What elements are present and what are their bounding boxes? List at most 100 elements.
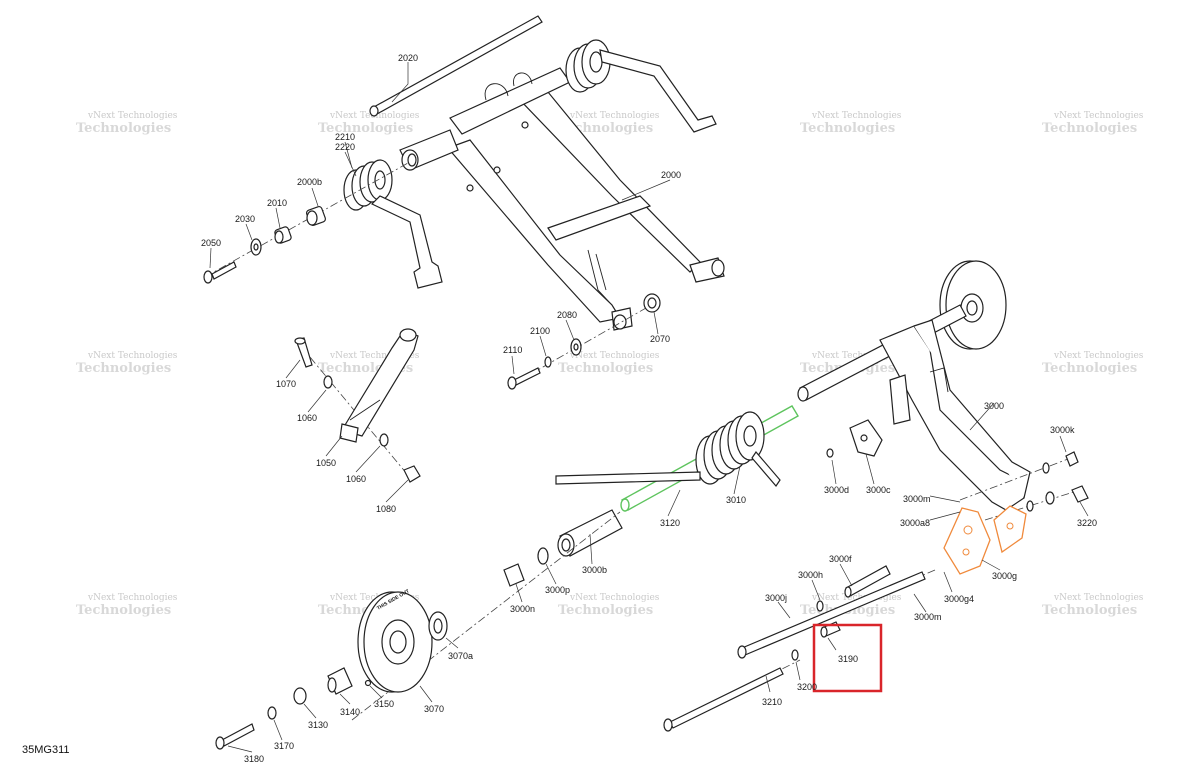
- lower-arm-assembly: THIS SIDE OUT: [215, 260, 1089, 750]
- label-3000p[interactable]: 3000p: [545, 585, 570, 595]
- left-bracket-assembly: [294, 328, 421, 483]
- plate-3000g: [943, 505, 1027, 575]
- label-3000[interactable]: 3000: [984, 401, 1004, 411]
- label-2020[interactable]: 2020: [398, 53, 418, 63]
- label-3000a8[interactable]: 3000a8: [900, 518, 930, 528]
- watermark-text: vNext Technologies: [87, 111, 178, 121]
- watermark-text: Technologies: [76, 361, 171, 376]
- label-2220[interactable]: 2220: [335, 142, 355, 152]
- watermark-text: vNext Technologies: [811, 351, 902, 361]
- watermark-text: Technologies: [558, 603, 653, 618]
- bolt-1070: [294, 337, 313, 368]
- label-3140[interactable]: 3140: [340, 707, 360, 717]
- watermark-text: Technologies: [558, 361, 653, 376]
- bushing-3130: [293, 687, 307, 705]
- rod-2020: [369, 15, 543, 117]
- label-3130[interactable]: 3130: [308, 720, 328, 730]
- label-3000d[interactable]: 3000d: [824, 485, 849, 495]
- label-2100[interactable]: 2100: [530, 326, 550, 336]
- watermark-text: Technologies: [558, 121, 653, 136]
- watermark-text: vNext Technologies: [811, 593, 902, 603]
- label-1080[interactable]: 1080: [376, 504, 396, 514]
- watermark-text: vNext Technologies: [87, 351, 178, 361]
- bolt-3210: [663, 667, 784, 732]
- label-3000m[interactable]: 3000m: [903, 494, 931, 504]
- label-1070[interactable]: 1070: [276, 379, 296, 389]
- watermark-text: Technologies: [1042, 121, 1137, 136]
- watermark-text: vNext Technologies: [87, 593, 178, 603]
- part-labels: 2020 2210 2220 2000b 2010 2030 2050 2000…: [201, 53, 1097, 764]
- watermark-text: Technologies: [76, 603, 171, 618]
- label-3210[interactable]: 3210: [762, 697, 782, 707]
- label-3000m[interactable]: 3000m: [914, 612, 942, 622]
- label-3000g[interactable]: 3000g: [992, 571, 1017, 581]
- watermark-text: vNext Technologies: [1053, 593, 1144, 603]
- bolt-3180: [215, 723, 255, 750]
- spacer-3000n: [503, 563, 525, 587]
- highlight-box-3190[interactable]: [812, 623, 883, 693]
- washer-2030: [250, 238, 262, 256]
- watermark-text: vNext Technologies: [1053, 111, 1144, 121]
- label-3010[interactable]: 3010: [726, 495, 746, 505]
- spring-3010: [555, 411, 781, 487]
- washer-1060a: [323, 375, 333, 389]
- label-3000k[interactable]: 3000k: [1050, 425, 1075, 435]
- label-3120[interactable]: 3120: [660, 518, 680, 528]
- label-2210[interactable]: 2210: [335, 132, 355, 142]
- label-2010[interactable]: 2010: [267, 198, 287, 208]
- label-3000g4[interactable]: 3000g4: [944, 594, 974, 604]
- bracket-1050: [339, 328, 419, 443]
- leader-lines: [209, 62, 1089, 753]
- label-2000[interactable]: 2000: [661, 170, 681, 180]
- bearing-3070a: [428, 611, 448, 641]
- washer-2100: [544, 356, 552, 368]
- watermark-text: vNext Technologies: [569, 111, 660, 121]
- label-2000b[interactable]: 2000b: [297, 177, 322, 187]
- label-3070a[interactable]: 3070a: [448, 651, 473, 661]
- idler-wheel-upper: [939, 260, 1007, 350]
- wheel-3070: THIS SIDE OUT: [357, 588, 433, 693]
- bolt-2110: [507, 367, 541, 390]
- bushing-2010: [274, 226, 292, 244]
- watermark-text: vNext Technologies: [1053, 351, 1144, 361]
- diagram-code: 35MG311: [22, 744, 70, 756]
- label-3170[interactable]: 3170: [274, 741, 294, 751]
- label-1050[interactable]: 1050: [316, 458, 336, 468]
- label-3000j[interactable]: 3000j: [765, 593, 787, 603]
- washer-3170: [267, 706, 277, 720]
- label-3000f[interactable]: 3000f: [829, 554, 852, 564]
- label-3150[interactable]: 3150: [374, 699, 394, 709]
- label-2070[interactable]: 2070: [650, 334, 670, 344]
- nut-3220: [1026, 485, 1089, 512]
- watermark-text: Technologies: [1042, 361, 1137, 376]
- bushing-2000b: [305, 205, 327, 227]
- sleeve-3000b: [557, 509, 623, 557]
- label-3220[interactable]: 3220: [1077, 518, 1097, 528]
- label-3000b[interactable]: 3000b: [582, 565, 607, 575]
- label-2050[interactable]: 2050: [201, 238, 221, 248]
- watermark-text: Technologies: [1042, 603, 1137, 618]
- label-2030[interactable]: 2030: [235, 214, 255, 224]
- label-2080[interactable]: 2080: [557, 310, 577, 320]
- label-3000c[interactable]: 3000c: [866, 485, 891, 495]
- label-1060[interactable]: 1060: [346, 474, 366, 484]
- washer-3000h: [816, 600, 824, 612]
- spring-upper-right: [565, 39, 717, 133]
- label-3000n[interactable]: 3000n: [510, 604, 535, 614]
- watermark-text: Technologies: [800, 121, 895, 136]
- label-1060[interactable]: 1060: [297, 413, 317, 423]
- washer-3000p: [537, 547, 549, 565]
- nut-1080: [403, 465, 421, 483]
- label-3200[interactable]: 3200: [797, 682, 817, 692]
- bracket-3000c: [849, 419, 883, 457]
- watermark-text: Technologies: [76, 121, 171, 136]
- label-3190[interactable]: 3190: [838, 654, 858, 664]
- label-3000h[interactable]: 3000h: [798, 570, 823, 580]
- label-2110[interactable]: 2110: [503, 345, 522, 355]
- label-3070[interactable]: 3070: [424, 704, 444, 714]
- screw-3150: [364, 679, 372, 687]
- label-3180[interactable]: 3180: [244, 754, 264, 764]
- nut-3000k: [1042, 451, 1079, 474]
- watermark-text: Technologies: [318, 121, 413, 136]
